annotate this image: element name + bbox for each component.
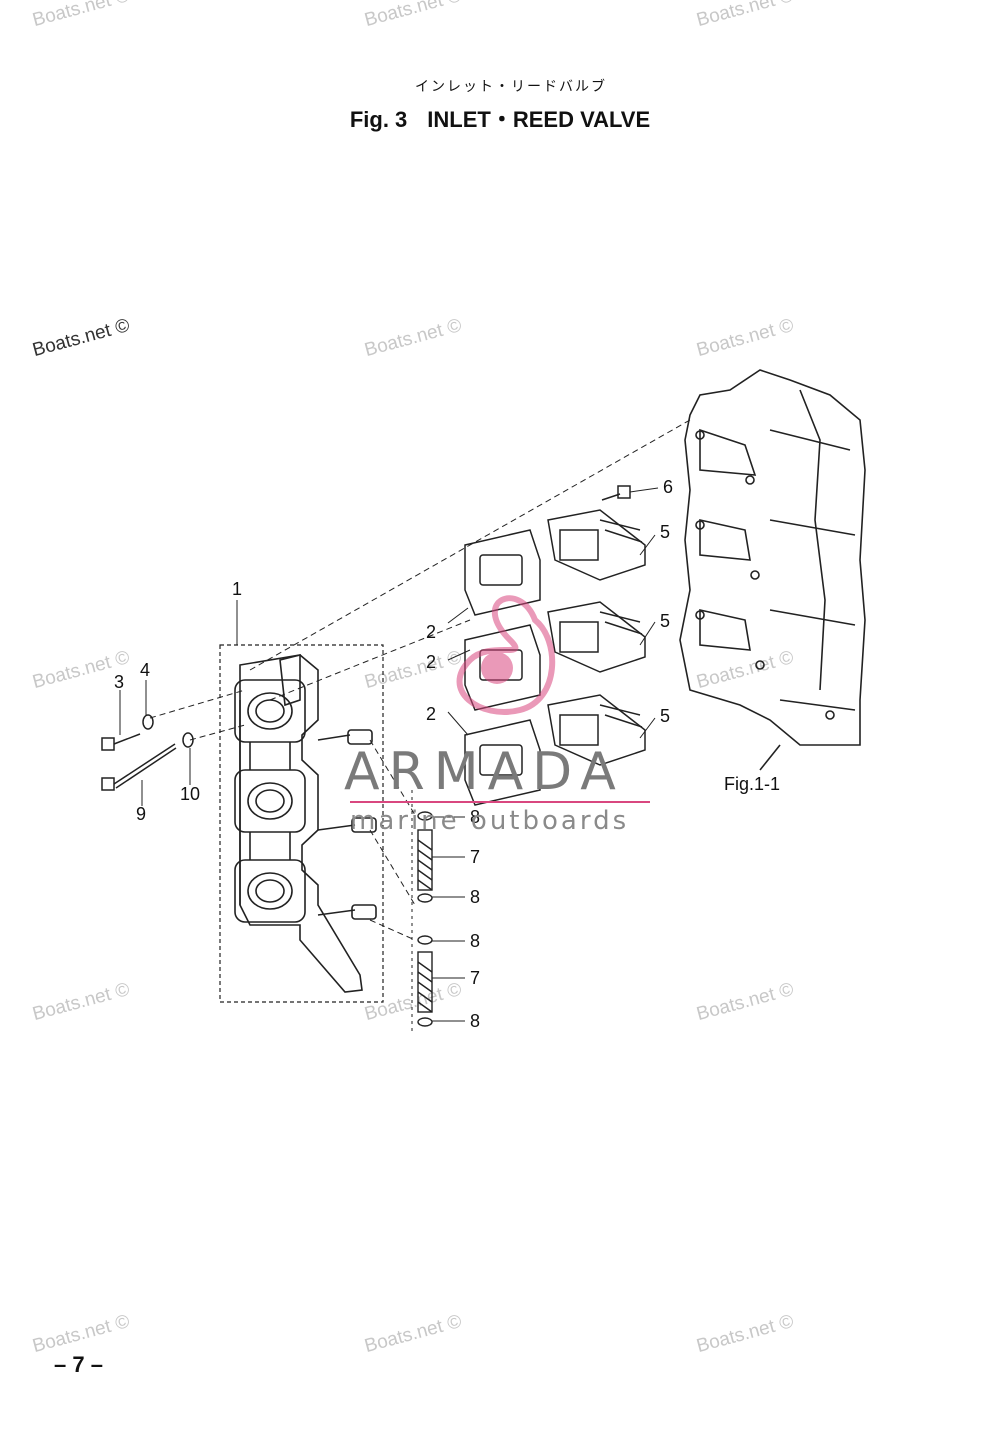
figure-title: Fig. 3 INLET・REED VALVE: [0, 102, 1000, 134]
washer: [182, 732, 194, 748]
callout-label: 8: [470, 931, 480, 951]
hose: [417, 829, 433, 891]
logo-tagline: marine outboards: [350, 806, 630, 836]
callout-label: 5: [660, 706, 670, 726]
screw: [601, 485, 631, 501]
callout-label: 3: [114, 672, 124, 692]
callout-label: 2: [426, 704, 436, 724]
callout-label: 6: [663, 477, 673, 497]
reed-valve: [547, 509, 646, 581]
logo-wordmark: ARMADA: [344, 742, 625, 802]
hose-clip: [417, 1017, 433, 1027]
callout-leaders: [119, 487, 659, 1022]
bolt: [101, 733, 141, 751]
callout-label: 2: [426, 652, 436, 672]
page-number: – 7 –: [54, 1352, 103, 1377]
callout-label: 4: [140, 660, 150, 680]
figure-reference: Fig.1-1: [724, 774, 780, 794]
gasket: [464, 529, 541, 616]
callout-label: 2: [426, 622, 436, 642]
hose-clip: [417, 811, 433, 821]
callout-label: 7: [470, 847, 480, 867]
figure-title-english: INLET・REED VALVE: [427, 107, 651, 132]
reed-valve: [547, 601, 646, 673]
hose-clip: [417, 935, 433, 945]
gasket: [464, 719, 541, 806]
figure-number: Fig. 3: [349, 107, 408, 132]
callout-label: 8: [470, 887, 480, 907]
callout-label: 9: [136, 804, 146, 824]
intake-manifold-group-box: [219, 644, 384, 1003]
callout-label: 8: [470, 807, 480, 827]
figure-title-japanese: インレット・リードバルブ: [415, 79, 607, 95]
callout-label: 7: [470, 968, 480, 988]
crankcase-block: [679, 369, 866, 771]
callout-label: 1: [232, 579, 242, 599]
long-bolt: [101, 743, 177, 791]
callout-label: 8: [470, 1011, 480, 1031]
logo-divider: [350, 801, 650, 803]
hose: [417, 951, 433, 1013]
intake-manifold: [234, 653, 377, 993]
washer: [142, 714, 154, 730]
reed-valve: [547, 694, 646, 766]
logo-emblem: [456, 595, 556, 715]
callout-label: 5: [660, 611, 670, 631]
hose-clip: [417, 893, 433, 903]
callout-label: 5: [660, 522, 670, 542]
callout-label: 10: [180, 784, 200, 804]
